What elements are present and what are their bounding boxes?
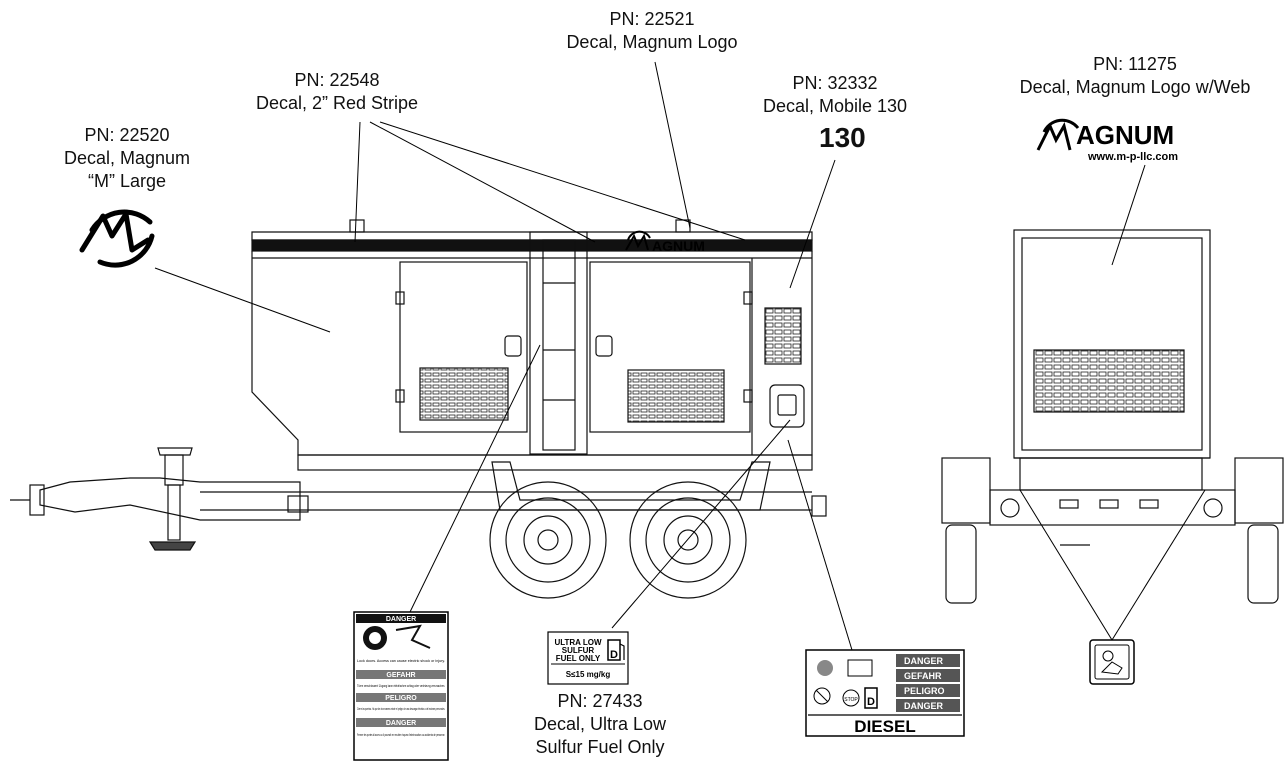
leader-lines (154, 61, 1206, 651)
label-desc-2: Sulfur Fuel Only (535, 737, 665, 757)
label-logo-web: PN: 11275 Decal, Magnum Logo w/Web (985, 53, 1285, 99)
fuel-decal-d: D (610, 649, 618, 661)
logo-web-url: www.m-p-llc.com (1087, 151, 1178, 163)
side-logo-text: AGNUM (652, 238, 705, 254)
decal-130-text: 130 (819, 122, 866, 153)
danger-decal-title-1: DANGER (386, 616, 416, 623)
diesel-decal-row-2: GEFAHR (904, 671, 942, 681)
fuel-decal-spec: S≤15 mg/kg (566, 670, 611, 679)
side-magnum-logo (625, 230, 651, 251)
danger-decal-gefahr: GEFAHR (386, 672, 415, 679)
label-pn: PN: 32332 (792, 73, 878, 93)
generator-side-view (10, 219, 827, 599)
diesel-decal-d: D (867, 696, 875, 708)
label-decal-m-large: PN: 22520 Decal, Magnum “M” Large (52, 124, 202, 193)
label-desc: Decal, Ultra Low (533, 714, 667, 734)
label-desc-2: “M” Large (87, 171, 167, 191)
diesel-decal-row-4: DANGER (904, 701, 944, 711)
diesel-decal-stop: STOP (844, 697, 858, 703)
danger-decal-text-2: Türen verschlossen! Zugang kann elektris… (357, 684, 445, 688)
fuel-decal-line-2: SULFUR (562, 646, 595, 655)
label-pn: PN: 22548 (294, 70, 380, 90)
diesel-decal-row-1: DANGER (904, 656, 944, 666)
danger-decal-title-2: DANGER (386, 720, 416, 727)
label-desc: Decal, Magnum Logo (566, 32, 738, 52)
danger-decal-text-3: Cierre las puertas. Ya que de otra maner… (357, 707, 445, 711)
danger-decal-text-4: Fermer les portes d'acces ou il pourrait… (357, 733, 445, 737)
label-pn: PN: 22520 (84, 125, 170, 145)
generator-rear-view (941, 229, 1284, 604)
label-magnum-logo: PN: 22521 Decal, Magnum Logo (532, 8, 772, 54)
logo-web-wordmark: AGNUM (1076, 120, 1174, 150)
label-desc: Decal, 2” Red Stripe (255, 93, 419, 113)
red-stripe-band (251, 239, 813, 252)
label-mobile-130: PN: 32332 Decal, Mobile 130 (740, 72, 930, 118)
label-fuel: PN: 27433 Decal, Ultra Low Sulfur Fuel O… (500, 690, 700, 759)
diesel-decal-main: DIESEL (854, 717, 915, 736)
magnum-logo-web (1036, 118, 1080, 151)
fuel-decal-line-3: FUEL ONLY (556, 654, 601, 663)
label-desc: Decal, Mobile 130 (762, 96, 908, 116)
manual-icon-decal (1089, 639, 1135, 685)
danger-decal-text-1: Lock doors. Access can cause electric sh… (357, 659, 445, 663)
diesel-decal-row-3: PELIGRO (904, 686, 945, 696)
magnum-m-large-logo (79, 209, 155, 268)
fuel-decal-line-1: ULTRA LOW (554, 638, 602, 647)
label-pn: PN: 11275 (1093, 54, 1177, 74)
label-desc: Decal, Magnum (63, 148, 191, 168)
label-pn: PN: 27433 (557, 691, 643, 711)
label-desc: Decal, Magnum Logo w/Web (1019, 77, 1251, 97)
label-red-stripe: PN: 22548 Decal, 2” Red Stripe (232, 69, 442, 115)
fuel-decal (547, 631, 629, 685)
diesel-decal (805, 649, 965, 737)
danger-decal (353, 611, 449, 761)
danger-decal-peligro: PELIGRO (385, 695, 417, 702)
label-pn: PN: 22521 (609, 9, 695, 29)
